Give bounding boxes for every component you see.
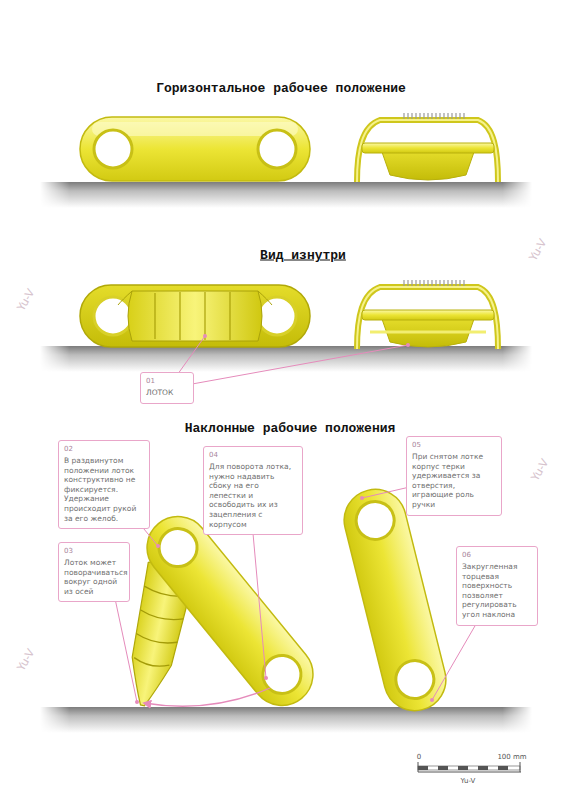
callout-box: 03Лоток может поворачиваться вокруг одно… <box>58 542 130 602</box>
leader-dot <box>430 698 434 702</box>
grater-body-tilted <box>134 504 325 718</box>
callout-number: 01 <box>146 377 188 386</box>
tray <box>128 291 262 341</box>
callout-box: 04Для поворота лотка, нужно надавить сбо… <box>203 446 303 535</box>
leader-dot <box>135 700 139 704</box>
rotation-arrow <box>144 688 270 706</box>
callout-text: Лоток может поворачиваться вокруг одной … <box>64 558 124 596</box>
leader-line <box>170 345 408 388</box>
ground <box>40 182 532 208</box>
callout-box: 06Закругленная торцевая поверхность позв… <box>456 546 538 626</box>
side-view <box>357 280 498 349</box>
scale-bar <box>418 762 521 772</box>
watermark: Yu-V <box>527 237 550 264</box>
leader-dot <box>264 676 268 680</box>
handle-hole <box>94 130 132 168</box>
grater-body <box>80 117 310 181</box>
watermark: Yu-V <box>529 457 552 484</box>
leader-dot <box>360 496 364 500</box>
grater-body <box>80 285 310 347</box>
leader-dot <box>156 544 160 548</box>
callout-number: 02 <box>64 445 144 454</box>
callout-text: В раздвинутом положении лоток конструкти… <box>64 456 144 523</box>
grater-body-tilted <box>338 483 453 717</box>
callout-box: 05При снятом лотке корпус терки удержива… <box>406 436 502 516</box>
watermark: Yu-V <box>15 287 38 314</box>
callout-text: Закругленная торцевая поверхность позвол… <box>462 562 532 620</box>
side-view <box>357 113 498 182</box>
callout-number: 06 <box>462 551 532 560</box>
callout-box: 02 В раздвинутом положении лоток конструк… <box>58 440 150 529</box>
scale-value: 100 mm <box>497 753 526 761</box>
callout-text: При снятом лотке корпус терки удерживает… <box>412 452 496 510</box>
watermark: Yu-V <box>15 647 38 674</box>
callout-number: 04 <box>209 451 297 460</box>
leader-dot <box>406 343 410 347</box>
section-heading: Вид изнутри <box>260 248 346 263</box>
callout-text: ЛОТОК <box>146 388 188 398</box>
section-heading: Наклонные рабочие положения <box>185 421 396 436</box>
callout-number: 03 <box>64 547 124 556</box>
grater-body-top <box>80 117 310 181</box>
section-heading: Горизонтальное рабочее положение <box>156 81 406 96</box>
tray <box>370 331 486 334</box>
handle-hole <box>258 297 296 335</box>
callout-number: 05 <box>412 441 496 450</box>
ground <box>40 346 532 372</box>
handle-hole <box>258 130 296 168</box>
callout-box: 01ЛОТОК <box>140 372 194 404</box>
author-mark: Yu-V <box>461 777 476 785</box>
grater-body-inside <box>80 285 310 347</box>
handle-hole <box>94 297 132 335</box>
callout-text: Для поворота лотка, нужно надавить сбоку… <box>209 462 297 529</box>
leader-dot <box>203 334 207 338</box>
ground <box>40 707 532 733</box>
scale-value: 0 <box>417 753 421 761</box>
